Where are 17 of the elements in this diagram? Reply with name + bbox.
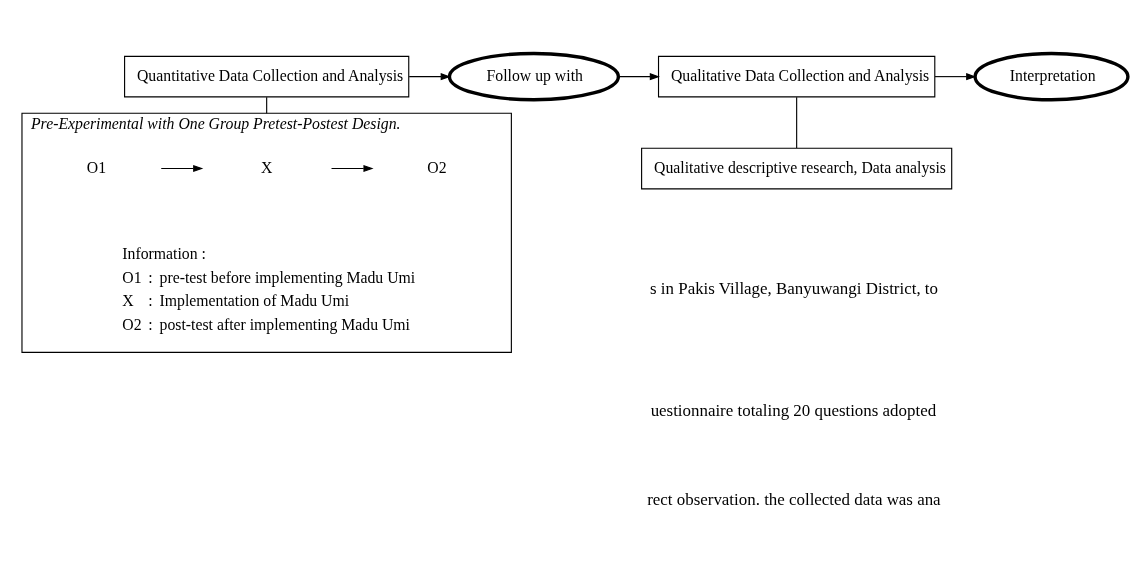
label: rect observation. the collected data was ana xyxy=(647,489,941,509)
arrow xyxy=(408,72,451,80)
arrow xyxy=(330,164,374,172)
node-ellipse: Interpretation xyxy=(973,51,1130,101)
node-box: Quantitative Data Collection and Analysis xyxy=(124,55,410,97)
connector xyxy=(796,96,798,149)
label: uestionnaire totaling 20 questions adopted xyxy=(650,400,937,420)
node-text: X xyxy=(261,158,273,176)
node-ellipse: Follow up with xyxy=(447,51,621,101)
node-box: Qualitative descriptive research, Data analysis xyxy=(641,147,953,189)
label: s in Pakis Village, Banyuwangi District, to xyxy=(650,278,938,298)
node-text: O1 xyxy=(86,158,107,176)
arrow xyxy=(934,72,977,80)
node-text: O2 xyxy=(427,158,447,176)
node-box: Qualitative Data Collection and Analysis xyxy=(657,55,936,97)
arrow xyxy=(618,72,660,80)
arrow xyxy=(160,164,204,172)
